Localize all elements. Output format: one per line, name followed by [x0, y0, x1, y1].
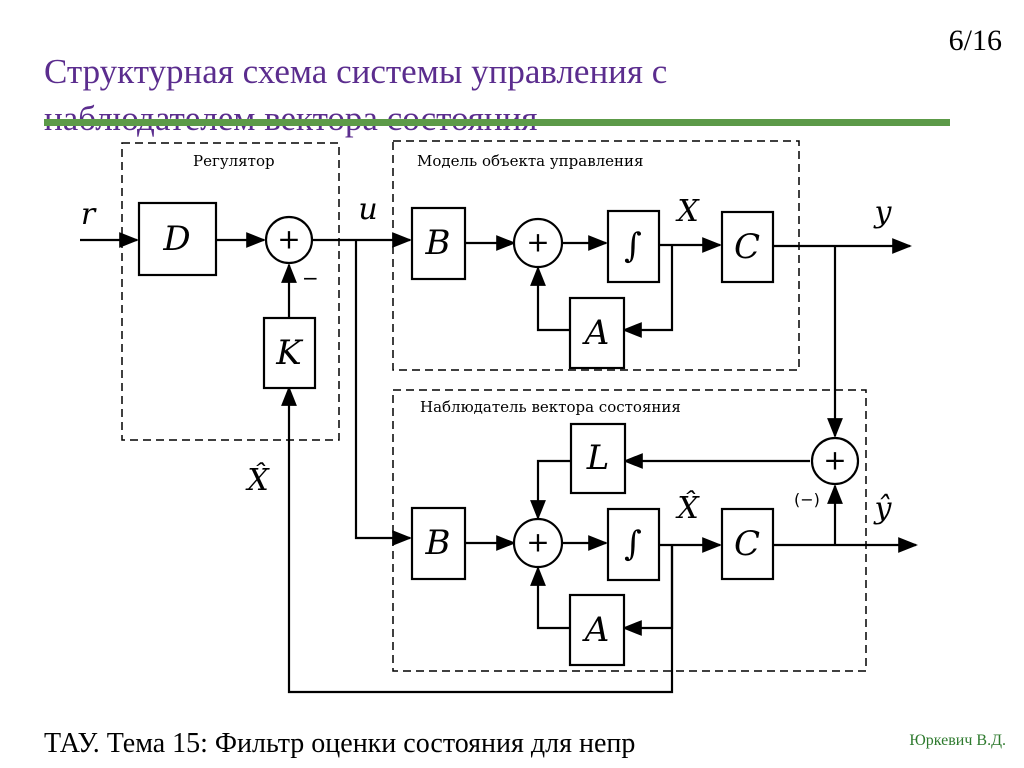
- summer-plant: +: [512, 217, 564, 269]
- signal-y-hat: ŷ: [873, 491, 893, 526]
- svg-text:+: +: [526, 526, 549, 559]
- sign-paren-minus: (−): [794, 490, 820, 509]
- block-b-observer: B: [410, 506, 467, 581]
- block-c-plant: C: [720, 210, 775, 284]
- svg-text:A: A: [582, 313, 610, 353]
- regulator-label: Регулятор: [193, 152, 275, 170]
- plant-model-label: Модель объекта управления: [417, 152, 644, 170]
- svg-text:C: C: [734, 524, 760, 564]
- plant-model-frame: [392, 140, 800, 371]
- svg-text:L: L: [586, 438, 610, 478]
- summer-regulator: +: [264, 215, 314, 265]
- block-b-plant: B: [410, 206, 467, 281]
- footer-text: ТАУ. Тема 15: Фильтр оценки состояния дл…: [44, 728, 636, 759]
- summer-observer: +: [512, 517, 564, 569]
- summer-output-error: +: [810, 436, 860, 486]
- block-integrator-observer: ∫: [606, 507, 661, 582]
- block-d: D: [137, 201, 218, 277]
- block-c-observer: C: [720, 507, 775, 581]
- block-l-observer: L: [569, 422, 627, 495]
- author: Юркевич В.Д.: [909, 732, 1006, 749]
- block-a-observer: A: [568, 593, 626, 667]
- svg-text:A: A: [582, 610, 610, 650]
- svg-text:+: +: [526, 226, 549, 259]
- svg-text:B: B: [425, 523, 451, 563]
- svg-text:∫: ∫: [624, 226, 642, 266]
- svg-text:∫: ∫: [624, 524, 642, 564]
- signal-x-hat-observer: X̂: [675, 491, 700, 526]
- page-number: 6/16: [948, 24, 1002, 57]
- slide-title: Структурная схема системы управления с н…: [44, 52, 668, 138]
- svg-text:K: K: [275, 333, 304, 373]
- svg-text:+: +: [823, 444, 846, 477]
- observer-label: Наблюдатель вектора состояния: [420, 398, 681, 416]
- svg-text:C: C: [734, 227, 760, 267]
- svg-text:+: +: [277, 223, 300, 256]
- block-integrator-plant: ∫: [606, 209, 661, 284]
- signal-x-hat-left: X̂: [245, 463, 270, 498]
- signal-u: u: [358, 192, 377, 227]
- svg-text:B: B: [425, 223, 451, 263]
- connection-wires: [80, 232, 918, 694]
- block-k: K: [262, 316, 317, 390]
- signal-y: y: [873, 195, 893, 230]
- signal-x: X: [675, 194, 700, 229]
- title-divider: [44, 119, 950, 126]
- signal-r: r: [81, 197, 97, 232]
- regulator-frame: [121, 142, 340, 441]
- sign-minus: −: [302, 266, 319, 290]
- block-a-plant: A: [568, 296, 626, 370]
- svg-text:D: D: [162, 219, 190, 259]
